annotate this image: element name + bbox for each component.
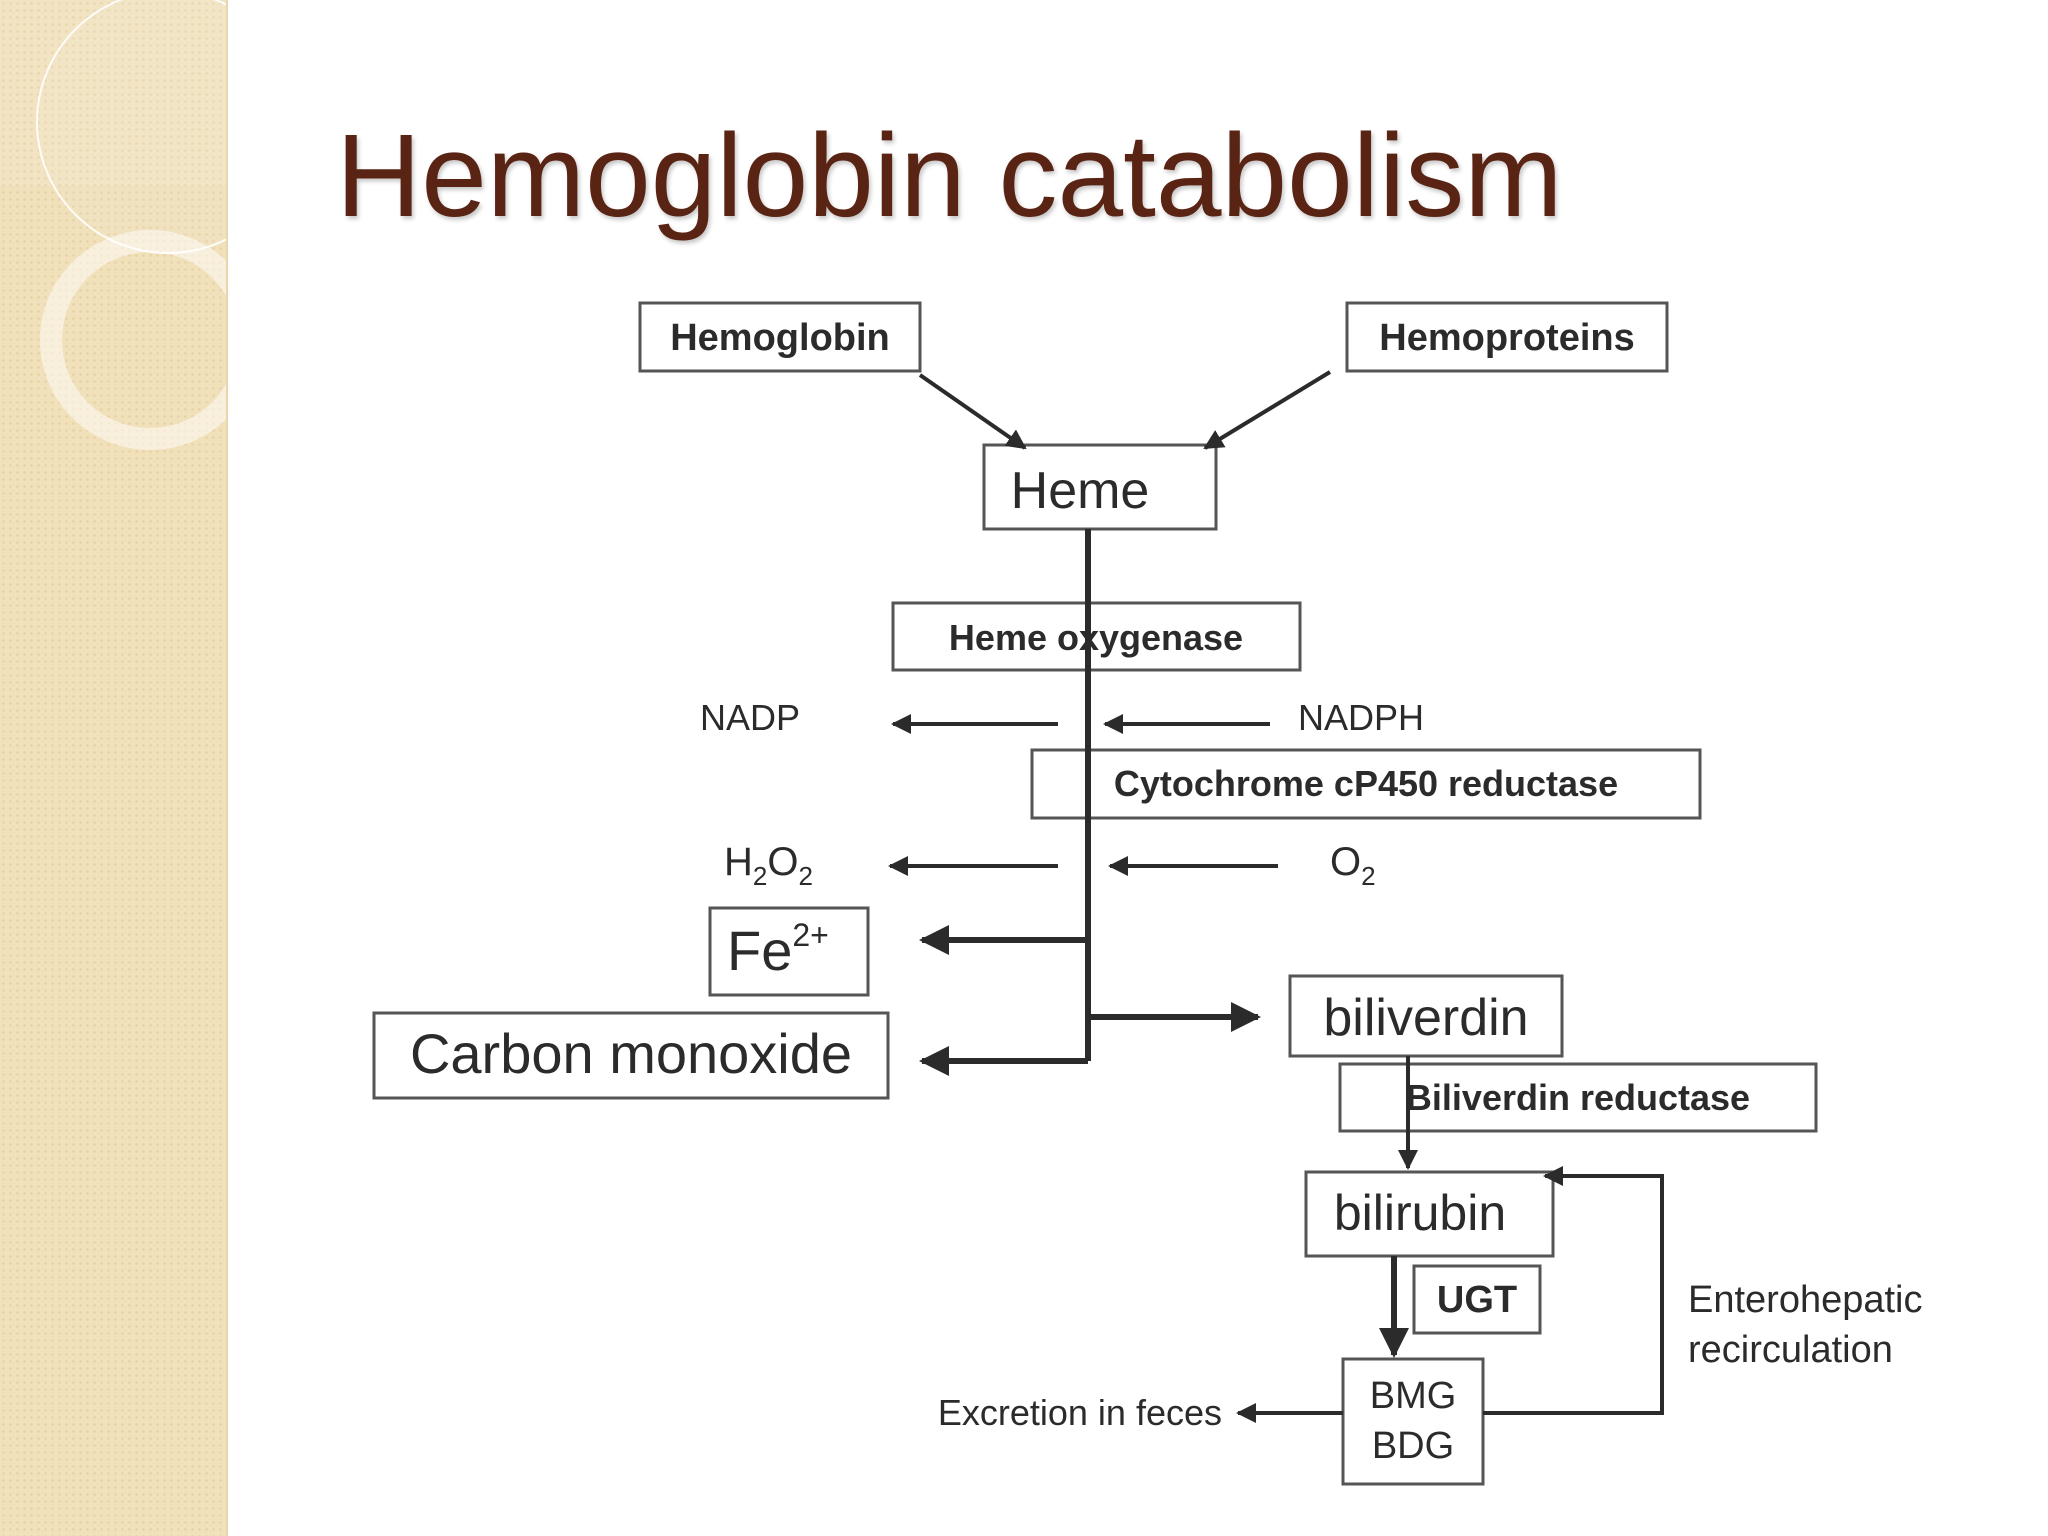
connector-lines [888,370,1664,1423]
cytochrome-box [1030,748,1702,820]
enterohepatic-loop-arrow [1483,1166,1664,1415]
sidebar-edge-divider [226,0,228,1536]
cytochrome-label: Cytochrome cP450 reductase [1114,763,1618,804]
h2o2-label: H2O2 [724,840,813,891]
hemoglobin-label: Hemoglobin [670,317,890,359]
bmg-bdg-box [1341,1357,1485,1486]
ugt-label: UGT [1437,1279,1517,1321]
enterohepatic-label-line2: recirculation [1688,1329,1893,1371]
heme-oxygenase-label: Heme oxygenase [949,617,1243,658]
enterohepatic-label-line1: Enterohepatic [1688,1279,1923,1321]
nadph-label: NADPH [1298,697,1424,738]
heme-oxygenase-box [891,601,1302,672]
bilirubin-label: bilirubin [1334,1185,1506,1241]
ugt-box [1412,1264,1542,1335]
hemoglobin-to-heme-arrow [918,373,1027,450]
nadp-label: NADP [700,697,800,738]
biliverdin-label: biliverdin [1323,989,1528,1047]
decorative-corner-panel [0,0,228,186]
hemoproteins-label: Hemoproteins [1379,317,1634,359]
decorative-sidebar [0,0,228,1536]
o2-label: O2 [1330,840,1376,891]
biliverdin-reductase-label: Biliverdin reductase [1406,1077,1750,1118]
heme-box [982,443,1218,531]
hemoglobin-box [638,301,922,373]
heme-label: Heme [1011,462,1150,520]
fe-box [708,906,870,997]
hemoproteins-to-heme-arrow [1203,370,1332,450]
fe-label: Fe2+ [727,917,829,982]
bdg-label: BDG [1372,1425,1454,1467]
carbon-monoxide-box [372,1011,890,1100]
slide-title: Hemoglobin catabolism [336,110,1563,242]
excretion-label: Excretion in feces [938,1392,1222,1433]
hemoproteins-box [1345,301,1669,373]
carbon-monoxide-label: Carbon monoxide [410,1022,852,1085]
bilirubin-box [1304,1170,1555,1258]
bmg-label: BMG [1370,1375,1457,1417]
biliverdin-reductase-box [1338,1062,1818,1133]
biliverdin-box [1288,974,1564,1058]
